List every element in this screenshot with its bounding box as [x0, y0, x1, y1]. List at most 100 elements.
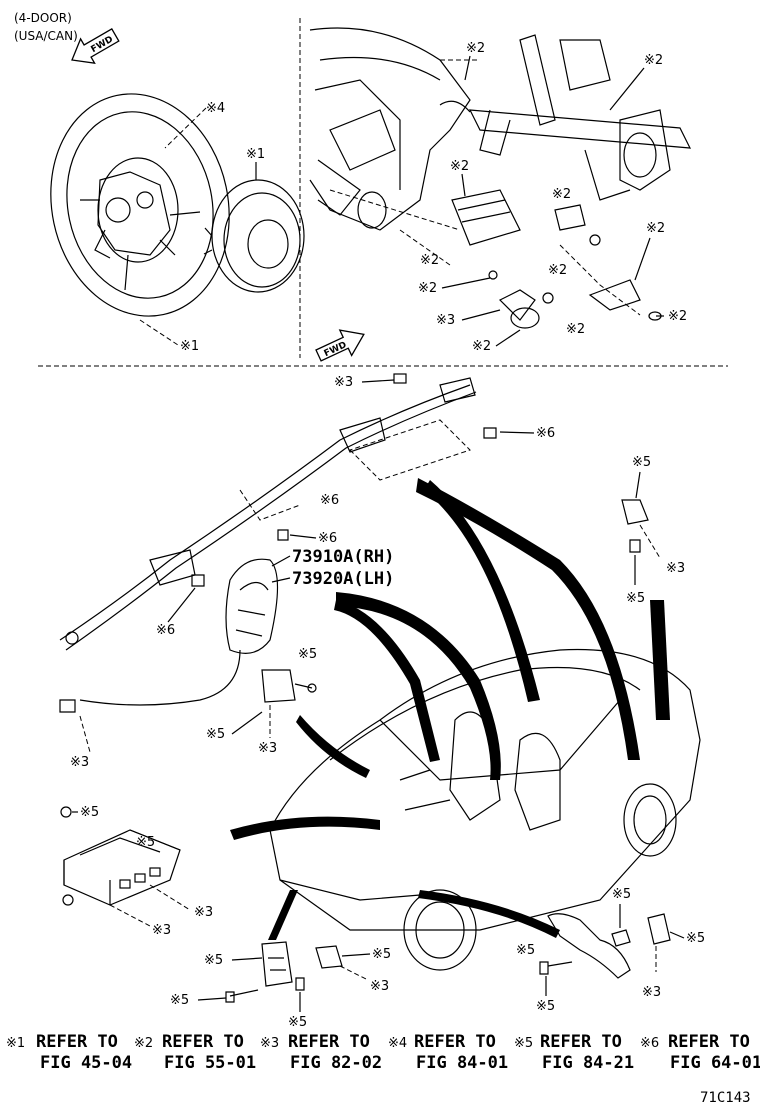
leader	[461, 173, 466, 197]
callout-cur-3b: ※3	[70, 755, 89, 770]
reference-fig: FIG 55-01	[164, 1053, 256, 1073]
reference-6: ※6 REFER TO FIG 64-01	[640, 1032, 760, 1073]
callout-sen2-5b: ※5	[626, 591, 645, 606]
curtain-airbag	[59, 377, 477, 651]
guide-lines	[339, 965, 369, 981]
reference-fig: FIG 84-21	[542, 1053, 634, 1073]
leader	[231, 711, 263, 735]
callout-dash-2d: ※2	[552, 187, 571, 202]
callout-dash-2k: ※2	[472, 339, 491, 354]
guide-lines	[109, 884, 191, 927]
callout-sen2-5a: ※5	[632, 455, 651, 470]
callout-dash-2i: ※2	[566, 322, 585, 337]
highlight-band	[418, 890, 560, 938]
leader	[499, 431, 535, 434]
highlight-band	[336, 592, 501, 780]
reference-mark: ※1	[6, 1036, 25, 1051]
front-sensor-bracket	[225, 941, 343, 1003]
callout-rt-5b: ※5	[516, 943, 535, 958]
part-number-rh: 73910A(RH)	[292, 547, 394, 567]
guide-lines	[349, 419, 471, 481]
rear-impact-sensor	[621, 499, 649, 553]
highlight-band	[650, 600, 670, 720]
callout-bot-5b: ※5	[170, 993, 189, 1008]
callout-bot-5c: ※5	[288, 1015, 307, 1030]
reference-2: ※2 REFER TO FIG 55-01	[134, 1032, 256, 1073]
fwd-arrow-icon: FWD	[315, 329, 365, 362]
reference-mark: ※4	[388, 1036, 407, 1051]
callout-rt-5c: ※5	[536, 999, 555, 1014]
reference-refer: REFER TO	[668, 1032, 750, 1052]
highlight-band	[296, 715, 370, 778]
callout-dash-2f: ※2	[420, 253, 439, 268]
guide-lines	[329, 59, 641, 316]
callout-dash-2e: ※2	[646, 221, 665, 236]
callout-dash-3: ※3	[436, 313, 455, 328]
steering-wheel	[50, 93, 230, 317]
header-model: (4-DOOR)	[14, 11, 72, 25]
leader	[635, 471, 641, 499]
leader	[197, 997, 227, 1001]
leader	[461, 309, 501, 321]
callout-cur-6d: ※6	[156, 623, 175, 638]
reference-legend: ※1 REFER TO FIG 45-04 ※2 REFER TO FIG 55…	[6, 1032, 760, 1073]
callout-sen-3a: ※3	[258, 741, 277, 756]
callout-rt-5d: ※5	[686, 931, 705, 946]
callout-dash-2j: ※2	[668, 309, 687, 324]
highlight-band	[416, 478, 640, 760]
reference-mark: ※3	[260, 1036, 279, 1051]
reference-refer: REFER TO	[162, 1032, 244, 1052]
callout-cur-6a: ※6	[536, 426, 555, 441]
callout-cur-6c: ※6	[318, 531, 337, 546]
leader	[271, 555, 291, 567]
callout-bot-3a: ※3	[370, 979, 389, 994]
leader	[341, 953, 371, 957]
reference-refer: REFER TO	[414, 1032, 496, 1052]
guide-lines	[79, 715, 91, 753]
guide-lines	[239, 489, 301, 521]
callout-sw-1b: ※1	[180, 339, 199, 354]
leader	[669, 931, 685, 939]
reference-refer: REFER TO	[288, 1032, 370, 1052]
diagram-code: 71C143	[700, 1090, 751, 1106]
callout-rt-3: ※3	[642, 985, 661, 1000]
callout-sen2-3: ※3	[666, 561, 685, 576]
callout-bot-5d: ※5	[372, 947, 391, 962]
bolt-icon	[277, 529, 289, 541]
reference-fig: FIG 84-01	[416, 1053, 508, 1073]
callout-cur-3a: ※3	[334, 375, 353, 390]
leader	[634, 237, 651, 281]
leader	[164, 107, 207, 149]
reference-5: ※5 REFER TO FIG 84-21	[514, 1032, 634, 1073]
leader	[289, 534, 317, 539]
callout-mod-3a: ※3	[194, 905, 213, 920]
callout-bot-5a: ※5	[204, 953, 223, 968]
leader	[609, 67, 645, 111]
highlight-band	[334, 600, 440, 762]
leader	[441, 277, 491, 289]
leader	[495, 329, 521, 347]
airbag-control-module	[60, 806, 181, 906]
leader	[167, 587, 196, 623]
callout-mod-5a: ※5	[80, 805, 99, 820]
clip-icon	[393, 373, 407, 384]
leader	[464, 55, 471, 81]
side-airbag	[59, 558, 279, 713]
highlight-band	[230, 816, 380, 840]
reference-refer: REFER TO	[36, 1032, 118, 1052]
leader	[139, 319, 179, 346]
callout-dash-2b: ※2	[644, 53, 663, 68]
reference-fig: FIG 64-01	[670, 1053, 760, 1073]
leader	[361, 379, 395, 383]
reference-mark: ※6	[640, 1036, 659, 1051]
callout-dash-2a: ※2	[466, 41, 485, 56]
highlight-band	[424, 480, 540, 702]
callout-cur-6b: ※6	[320, 493, 339, 508]
callout-sw-1a: ※1	[246, 147, 265, 162]
dashboard-assembly	[309, 27, 692, 329]
reference-refer: REFER TO	[540, 1032, 622, 1052]
reference-fig: FIG 45-04	[40, 1053, 132, 1073]
driver-airbag-module	[203, 179, 305, 293]
callout-dash-2g: ※2	[548, 263, 567, 278]
highlight-band	[268, 890, 298, 940]
